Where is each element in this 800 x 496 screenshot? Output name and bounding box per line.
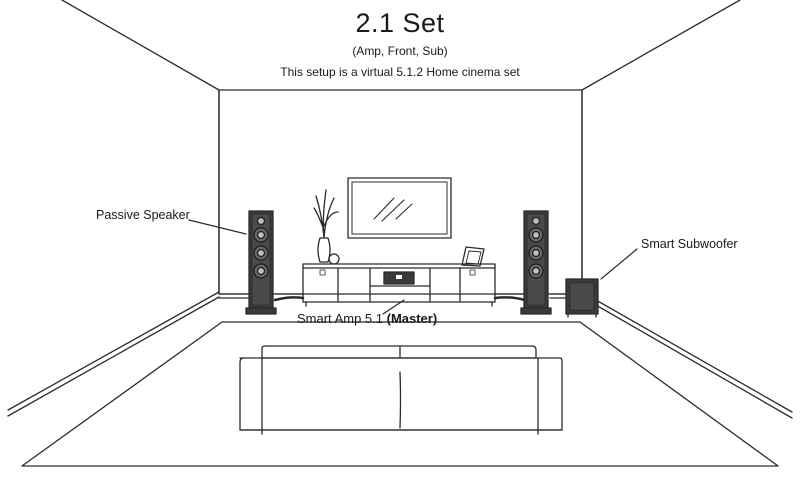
vase <box>313 189 339 263</box>
smart-amp-label: Smart Amp 5.1 (Master) <box>297 311 437 326</box>
picture-frame <box>461 246 485 267</box>
smart-amp-device[interactable] <box>383 271 415 285</box>
callout-lines <box>188 219 638 315</box>
sofa <box>239 345 563 435</box>
speaker-cables <box>273 296 527 302</box>
passive-speaker-label: Passive Speaker <box>96 208 190 222</box>
smart-amp-name: Smart Amp 5.1 <box>297 311 383 326</box>
diagram-title: 2.1 Set <box>355 8 445 38</box>
left-passive-speaker[interactable] <box>245 210 277 315</box>
ornament-ball <box>328 253 340 265</box>
diagram-subtitle: (Amp, Front, Sub) <box>352 44 448 58</box>
smart-amp-role: (Master) <box>386 311 438 326</box>
smart-subwoofer-label: Smart Subwoofer <box>641 237 738 251</box>
diagram-description: This setup is a virtual 5.1.2 Home cinem… <box>280 65 520 79</box>
tv <box>347 177 452 239</box>
smart-subwoofer-device[interactable] <box>565 278 599 318</box>
right-passive-speaker[interactable] <box>520 210 552 315</box>
room-walls <box>7 0 793 419</box>
floor-rug <box>21 321 779 467</box>
tv-console <box>302 263 496 307</box>
